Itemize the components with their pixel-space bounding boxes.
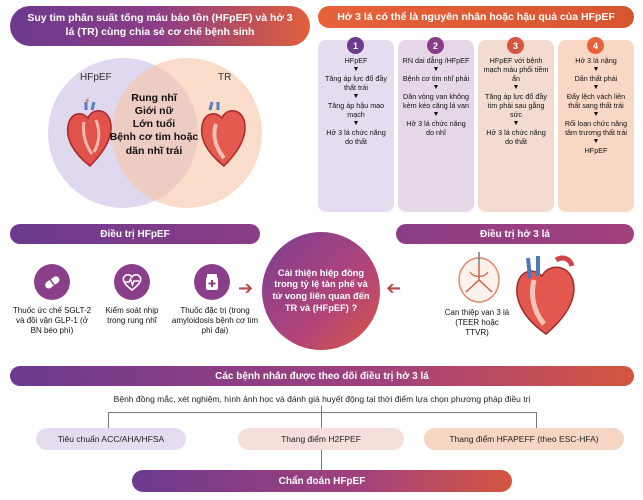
connector-line bbox=[321, 450, 322, 470]
mechanism-step: Tăng áp lực đổ đầy tim phải sau gắng sức bbox=[485, 92, 547, 119]
tr-label: TR bbox=[218, 72, 232, 83]
mechanism-step: HFpEF bbox=[584, 146, 608, 155]
mechanism-column-1: HFpEF ▼ Tăng áp lực đổ đầy thất trái ▼ T… bbox=[318, 40, 394, 212]
connector-line bbox=[108, 412, 109, 428]
risk-factor: Lớn tuổi bbox=[132, 118, 176, 131]
shared-risk-factors: Rung nhĩ Giới nữ Lớn tuổi Bệnh cơ tim ho… bbox=[108, 92, 200, 158]
pressure-spark-icon: ⚡ bbox=[84, 96, 91, 106]
mechanism-step: Tăng áp hậu mao mạch bbox=[327, 101, 385, 119]
mechanism-badge-4: 4 bbox=[587, 37, 604, 54]
mechanism-badge-3: 3 bbox=[507, 37, 524, 54]
mechanism-column-3: HFpEF với bệnh mạch máu phổi tiềm ẩn ▼ T… bbox=[478, 40, 554, 212]
cause-consequence-banner: Hở 3 lá có thể là nguyên nhân hoặc hậu q… bbox=[318, 6, 634, 28]
hfpef-label: HFpEF bbox=[80, 72, 112, 83]
down-arrow-icon: ▼ bbox=[592, 84, 600, 91]
left-arrow-icon: ➔ bbox=[386, 278, 402, 298]
treatment-label: Thuốc ức chế SGLT-2 và đồi vận GLP-1 (ở … bbox=[12, 306, 92, 335]
down-arrow-icon: ▼ bbox=[592, 138, 600, 145]
down-arrow-icon: ▼ bbox=[512, 84, 520, 91]
connector-line bbox=[108, 412, 536, 413]
mechanism-badge-2: 2 bbox=[427, 37, 444, 54]
mechanism-step: Hở 3 lá nặng bbox=[575, 56, 617, 65]
tr-intervention-label: Can thiệp van 3 lá (TEER hoặc TTVR) bbox=[444, 308, 510, 337]
mechanism-column-4: Hở 3 lá nặng ▼ Dãn thất phải ▼ Đẩy lệch … bbox=[558, 40, 634, 212]
down-arrow-icon: ▼ bbox=[512, 120, 520, 127]
criteria-hfapeff: Thang điểm HFAPEFF (theo ESC-HFA) bbox=[424, 428, 624, 450]
right-arrow-icon: ➔ bbox=[238, 278, 254, 298]
criteria-acc-aha: Tiêu chuẩn ACC/AHA/HFSA bbox=[36, 428, 186, 450]
mechanism-step: Đẩy lệch vách liên thất sang thất trái bbox=[566, 92, 626, 110]
mechanism-step: HFpEF với bệnh mạch máu phổi tiềm ẩn bbox=[483, 56, 549, 83]
final-diagnosis: Chẩn đoán HFpEF bbox=[132, 470, 512, 492]
heart-anatomy-icon bbox=[508, 250, 588, 338]
treatment-label: Thuốc đặc trị (trong amyloidosis bệnh cơ… bbox=[171, 306, 259, 335]
risk-factor: Rung nhĩ bbox=[131, 92, 177, 104]
criteria-h2fpef: Thang điểm H2FPEF bbox=[238, 428, 404, 450]
down-arrow-icon: ▼ bbox=[432, 66, 440, 73]
tricuspid-valve-icon bbox=[456, 250, 502, 306]
mechanism-step: Hở 3 lá chức năng do nhĩ bbox=[406, 119, 466, 137]
risk-factor: Giới nữ bbox=[134, 105, 174, 118]
mechanism-badge-1: 1 bbox=[347, 37, 364, 54]
down-arrow-icon: ▼ bbox=[352, 66, 360, 73]
mechanism-step: RN dai dẳng /HFpEF bbox=[402, 56, 470, 65]
mechanism-step: Dãn thất phải bbox=[574, 74, 618, 83]
mechanism-step: Bệnh cơ tim nhĩ phải bbox=[402, 74, 470, 83]
mechanism-step: Hở 3 lá chức năng do thất bbox=[486, 128, 546, 146]
tr-heart-icon bbox=[196, 100, 252, 170]
medicine-bottle-icon bbox=[194, 264, 230, 300]
heart-rhythm-icon bbox=[114, 264, 150, 300]
mechanism-column-2: RN dai dẳng /HFpEF ▼ Bệnh cơ tim nhĩ phả… bbox=[398, 40, 474, 212]
connector-line bbox=[321, 406, 322, 428]
pill-icon bbox=[34, 264, 70, 300]
tr-treatment-header: Điều trị hở 3 lá bbox=[396, 224, 634, 244]
risk-factor: Bệnh cơ tim hoặc dãn nhĩ trái bbox=[109, 131, 199, 157]
mechanism-step: Dãn vòng van không kèm kéo căng lá van bbox=[403, 92, 469, 110]
mechanism-step: HFpEF bbox=[344, 56, 368, 65]
mechanism-step: Tăng áp lực đổ đầy thất trái bbox=[325, 74, 387, 92]
mechanism-step: Rối loạn chức năng tâm trương thất trái bbox=[564, 119, 628, 137]
down-arrow-icon: ▼ bbox=[432, 111, 440, 118]
down-arrow-icon: ▼ bbox=[352, 93, 360, 100]
shared-mechanism-banner: Suy tim phân suất tống máu bảo tồn (HFpE… bbox=[10, 6, 310, 46]
monitoring-description: Bệnh đồng mắc, xét nghiệm, hình ảnh học … bbox=[113, 394, 531, 404]
down-arrow-icon: ▼ bbox=[432, 84, 440, 91]
mechanism-step: Hở 3 lá chức năng do thất bbox=[326, 128, 386, 146]
down-arrow-icon: ▼ bbox=[592, 111, 600, 118]
monitoring-header: Các bệnh nhân được theo dõi điều trị hở … bbox=[10, 366, 634, 386]
down-arrow-icon: ▼ bbox=[592, 66, 600, 73]
treatment-label: Kiểm soát nhịp trong rung nhĩ bbox=[105, 306, 159, 325]
down-arrow-icon: ▼ bbox=[352, 120, 360, 127]
hfpef-treatment-header: Điều trị HFpEF bbox=[10, 224, 260, 244]
connector-line bbox=[536, 412, 537, 428]
hfpef-heart-icon bbox=[62, 100, 118, 170]
center-question: Cải thiện hiệp đồng trong tỷ lệ tàn phế … bbox=[262, 232, 380, 350]
